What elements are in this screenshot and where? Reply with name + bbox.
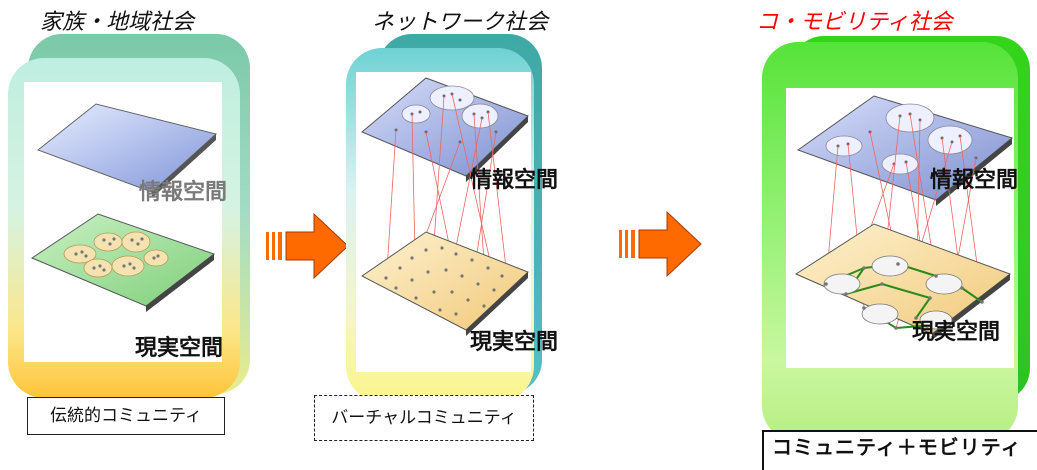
info-space-label: 情報空間 xyxy=(470,168,559,193)
info-space-label: 情報空間 xyxy=(930,168,1019,193)
panel-image-family xyxy=(24,82,222,362)
real-space-label: 現実空間 xyxy=(135,336,224,361)
arrow-right-icon xyxy=(264,210,354,282)
real-plane xyxy=(361,231,529,331)
panel-title-family-community: 家族・地域社会 xyxy=(40,10,195,35)
panel-title-network-society: ネットワーク社会 xyxy=(372,10,549,35)
caption-traditional-community: 伝統的コミュニティ xyxy=(27,397,225,435)
arrow-right-icon xyxy=(617,208,707,280)
caption-community-mobility: コミュニティ＋モビリティ xyxy=(762,430,1037,470)
real-space-label: 現実空間 xyxy=(912,320,1001,345)
panel-image-comobility xyxy=(786,88,1014,368)
panel-image-network xyxy=(356,72,531,372)
info-space-label: 情報空間 xyxy=(139,180,228,205)
layered-space-illustration xyxy=(794,95,1014,340)
real-space-label: 現実空間 xyxy=(470,330,559,355)
layered-space-illustration xyxy=(30,103,218,312)
panel-title-comobility-society: コ・モビリティ社会 xyxy=(756,10,953,35)
layered-space-illustration xyxy=(361,77,529,336)
caption-virtual-community: バーチャルコミュニティ xyxy=(314,395,534,441)
